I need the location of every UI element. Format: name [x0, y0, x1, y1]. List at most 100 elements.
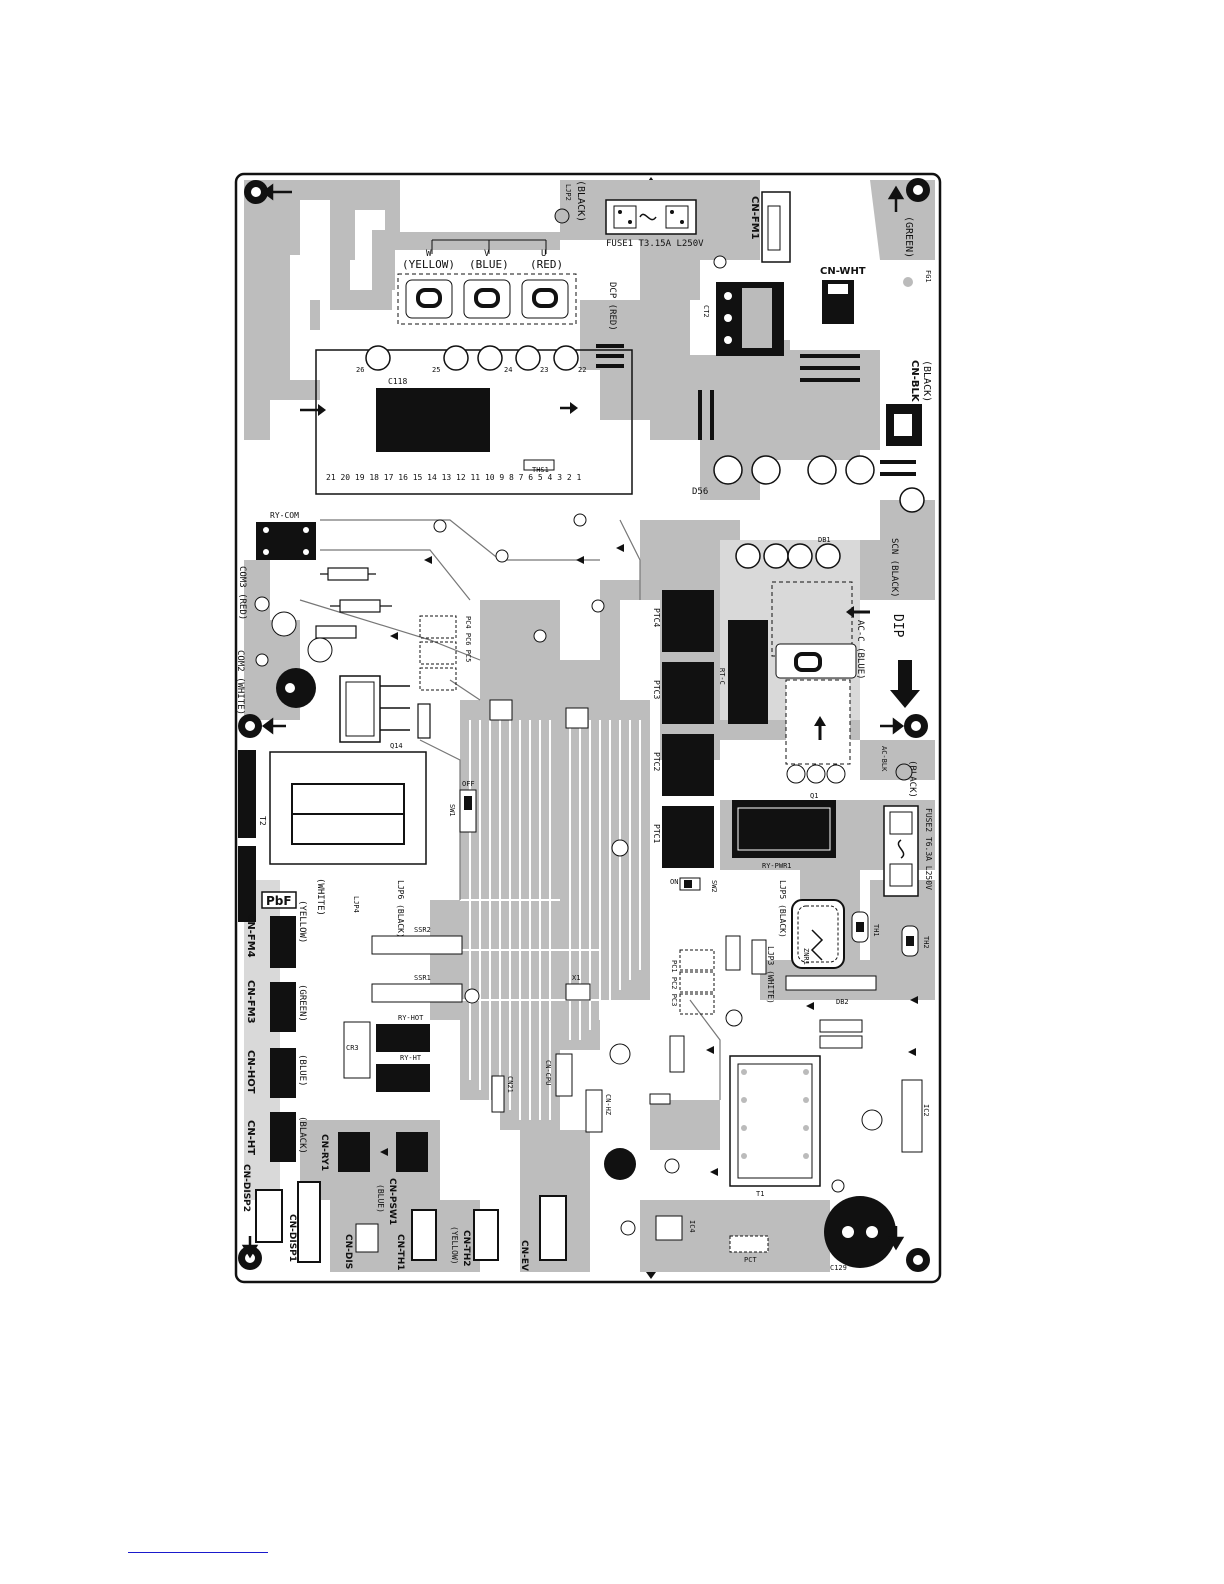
pc4-label: PC4 PC6 PC5 [464, 616, 472, 662]
hole-mid-right [904, 714, 928, 738]
db2-label: DB2 [836, 998, 849, 1006]
cn-dis: CN-DIS [343, 1223, 379, 1269]
ljp5-label: LJP5 (BLACK) [778, 880, 787, 938]
ljp4-label: LJP4 [352, 896, 360, 913]
cn-th1: CN-TH1 [395, 1209, 437, 1270]
green-label: (GREEN) [903, 216, 914, 258]
cn-fm4-label: CN-FM4 [245, 914, 256, 958]
cn-fm1-label: CN-FM1 [749, 196, 760, 240]
cn-blk-connector: (BLACK) CN-BLK [886, 360, 932, 446]
trace-lines [299, 519, 721, 1100]
pbf-mark: PbF [261, 891, 297, 909]
fuse1: FUSE1 T3.15A L250V [605, 199, 704, 249]
dcp-area: DCP (RED) [596, 282, 624, 368]
ptc4-label: PTC4 [652, 608, 661, 627]
jumpers-right [698, 354, 916, 476]
cn-hot-label: CN-HOT [245, 1050, 256, 1094]
ljp2-label: LJP2 [564, 184, 572, 201]
pbf-label: PbF [266, 894, 292, 908]
ptc-column: PTC4 PTC3 PTC2 PTC1 RT-C [652, 590, 726, 868]
cn-ht-color: (BLACK) [297, 1116, 307, 1154]
cn-disp1-label: CN-DISP1 [287, 1214, 297, 1262]
dip-label: DIP [890, 614, 905, 638]
cn-blk-label: CN-BLK [909, 360, 920, 403]
sw2-switch: SW2 ON [670, 877, 718, 893]
ic-pin-23: 23 [540, 366, 548, 374]
uvw-letter-v: V [484, 249, 490, 259]
left-connectors: CN-FM4 (YELLOW) CN-FM3 (GREEN) CN-HOT (B… [245, 900, 307, 1162]
ic4-label: IC4 [688, 1220, 696, 1233]
fuse2: FUSE2 T6.3A L250V [883, 805, 933, 897]
diode-marks [380, 544, 918, 1176]
q14-label: Q14 [390, 742, 403, 750]
t1-transformer: T1 [729, 1055, 821, 1198]
x1-label: X1 [572, 974, 580, 982]
sw1-label: SW1 [448, 804, 456, 817]
cn-wht-connector: CN-WHT [820, 266, 866, 324]
t2-label: T2 [258, 816, 267, 826]
d56-label: D56 [692, 487, 708, 497]
ry-com-relay: RY-COM COM3 (RED) [237, 511, 316, 620]
th2-label: TH2 [922, 936, 930, 949]
ic2-ic4-pct: IC2 IC4 PCT [655, 1079, 930, 1264]
central-lower-parts: X1 CN21 CN-CPU CN-HZ [491, 974, 685, 1180]
c129-capacitor [824, 1196, 896, 1268]
black-label-top: (BLACK) [575, 180, 586, 222]
q1-label: Q1 [810, 792, 818, 800]
ssr1-label: SSR1 [414, 974, 431, 982]
cn-ht-label: CN-HT [245, 1120, 256, 1155]
ac-blk-label: AC-BLK [880, 746, 888, 772]
uvw-letter-u: U [541, 249, 546, 259]
fuse1-label: FUSE1 T3.15A L250V [606, 239, 704, 249]
ry-pwr1-label: RY-PWR1 [762, 862, 792, 870]
ic2-label: IC2 [922, 1104, 930, 1117]
znr1-label: ZNR1 [802, 948, 810, 965]
cn-dis-label: CN-DIS [343, 1234, 353, 1269]
ic-pin-24: 24 [504, 366, 512, 374]
cn-fm3-label: CN-FM3 [245, 980, 256, 1024]
cn-disp1: CN-DISP1 [287, 1181, 321, 1263]
ptc3-label: PTC3 [652, 680, 661, 699]
cn-disp2-label: CN-DISP2 [241, 1164, 251, 1212]
cn-fm3-color: (GREEN) [297, 984, 307, 1022]
sw1-off: OFF [462, 780, 475, 788]
ct2-label: CT2 [702, 305, 710, 318]
bottom-connectors: CN-DISP2 CN-DISP1 CN-RY1 CN-DIS CN-PSW1 … [241, 1132, 567, 1271]
ths1-label: THS1 [532, 466, 549, 474]
ct2-block: CT2 [702, 282, 784, 356]
pc1-label: PC1 PC2 PC3 [670, 960, 678, 1006]
cn-th2-label: CN-TH2 [461, 1230, 471, 1266]
znr1-th-area: ZNR1 TH1 TH2 [791, 899, 930, 969]
fuse2-label: FUSE2 T6.3A L250V [924, 808, 933, 890]
ssr2-label: SSR2 [414, 926, 431, 934]
ac-blue-label: AC-C (BLUE) [855, 620, 865, 680]
sw2-on: ON [670, 878, 678, 886]
resistors-left [315, 567, 431, 739]
ic-pins-bottom: 21 20 19 18 17 16 15 14 13 12 11 10 9 8 … [326, 473, 581, 482]
ic-pin-22: 22 [578, 366, 586, 374]
footer-rule [128, 1552, 268, 1553]
cn-hot-color: (BLUE) [297, 1054, 307, 1087]
cr3-label: CR3 [346, 1044, 359, 1052]
sw1-switch: SW1 OFF [448, 780, 477, 833]
hole-top-right [906, 178, 930, 202]
cn-disp2: CN-DISP2 [241, 1164, 283, 1243]
dip-arrow: DIP SCN (BLACK) AC-BLK (BLACK) [880, 538, 920, 798]
cn-ev: CN-EV [519, 1195, 567, 1271]
t2-transformer: T2 (WHITE) LJP4 LJP6 (BLACK) [238, 750, 427, 938]
c118-label: C118 [388, 377, 407, 386]
small-components [254, 255, 883, 1236]
uvw-color-blue: (BLUE) [469, 258, 509, 271]
copper-pour [244, 180, 935, 1272]
ry-ht-label: RY-HT [400, 1054, 422, 1062]
rt-c-label: RT-C [718, 668, 726, 685]
uvw-letter-w: W [426, 249, 432, 259]
resistors-right [725, 935, 877, 1049]
dcp-label: DCP (RED) [607, 282, 617, 331]
uvw-color-red: (RED) [530, 258, 563, 271]
cn-ht: CN-HT (BLACK) [245, 1112, 307, 1162]
cn-ev-label: CN-EV [519, 1240, 529, 1271]
ry-com-label: RY-COM [270, 511, 299, 520]
pads-d56-row [713, 455, 925, 513]
fg1-label: FG1 [924, 270, 932, 283]
